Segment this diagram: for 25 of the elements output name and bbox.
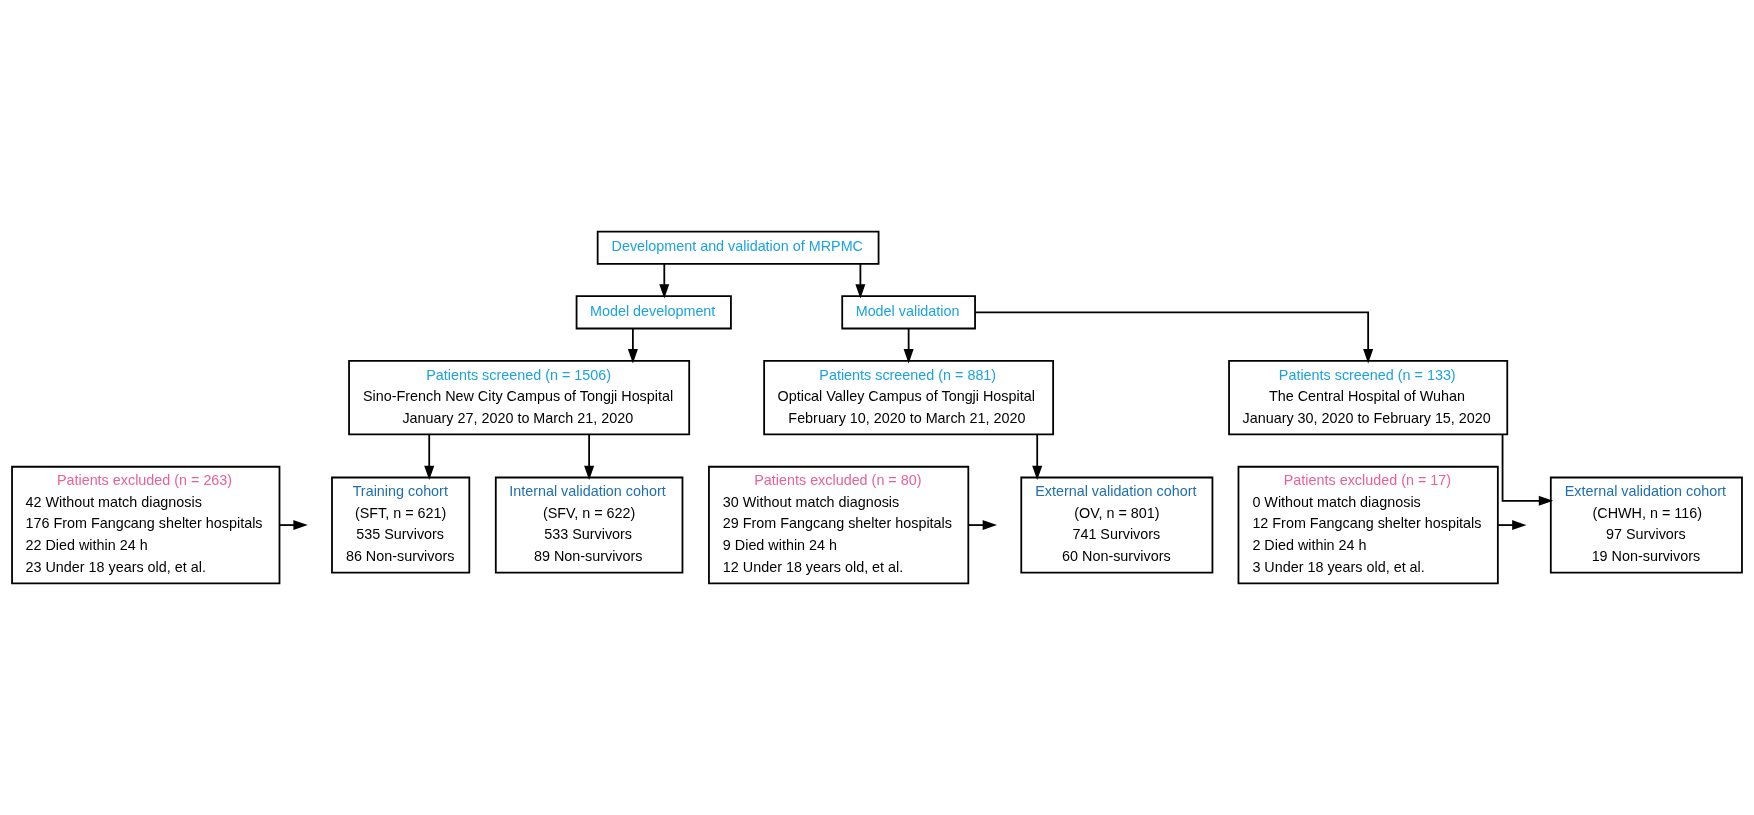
node-box: External validation cohort (CHWH, n = 116) 97 Survivors 19 Non-survivors bbox=[1549, 476, 1743, 574]
arrow bbox=[974, 311, 1374, 364]
node-box: External validation cohort (OV, n = 801) 741 Survivors 60 Non-survivors bbox=[1020, 476, 1214, 574]
node-box: Patients excluded (n = 17) 0 Without match diagnosis 12 From Fangcang shelter hospitals 2 Died within 24 h 3 Under 18 years old, et al. bbox=[1237, 465, 1499, 585]
node-box: Patients screened (n = 1506) Sino-French New City Campus of Tongji Hospital January 27, 2020 to March 21, 2020 bbox=[348, 359, 691, 436]
node-box: Internal validation cohort (SFV, n = 622) 533 Survivors 89 Non-survivors bbox=[494, 476, 684, 574]
arrow bbox=[967, 520, 998, 531]
arrow bbox=[1032, 433, 1043, 481]
arrow bbox=[278, 520, 308, 531]
arrow bbox=[903, 327, 914, 364]
arrow bbox=[627, 327, 638, 364]
node-box: Training cohort (SFT, n = 621) 535 Survivors 86 Non-survivors bbox=[331, 476, 471, 574]
arrow bbox=[1497, 520, 1527, 531]
node-box: Development and validation of MRPMC bbox=[596, 230, 880, 265]
node-box: Patients screened (n = 133) The Central Hospital of Wuhan January 30, 2020 to February 15, 2020 bbox=[1228, 359, 1509, 436]
node-box: Patients excluded (n = 263) 42 Without match diagnosis 176 From Fangcang shelter hospitals 22 Died within 24 h 23 Under 18 years old, et al. bbox=[11, 465, 281, 585]
arrow bbox=[1501, 433, 1554, 506]
node-box: Patients excluded (n = 80) 30 Without match diagnosis 29 From Fangcang shelter hospitals 9 Died within 24 h 12 Under 18 years old, et al. bbox=[708, 465, 970, 585]
node-box: Model validation bbox=[841, 295, 976, 330]
node-box: Patients screened (n = 881) Optical Valley Campus of Tongji Hospital February 10, 2020 to March 21, 2020 bbox=[763, 359, 1055, 436]
arrow bbox=[584, 433, 595, 481]
arrow bbox=[855, 263, 866, 299]
arrow bbox=[659, 263, 670, 299]
arrow bbox=[424, 433, 435, 481]
node-box: Model development bbox=[575, 295, 732, 330]
